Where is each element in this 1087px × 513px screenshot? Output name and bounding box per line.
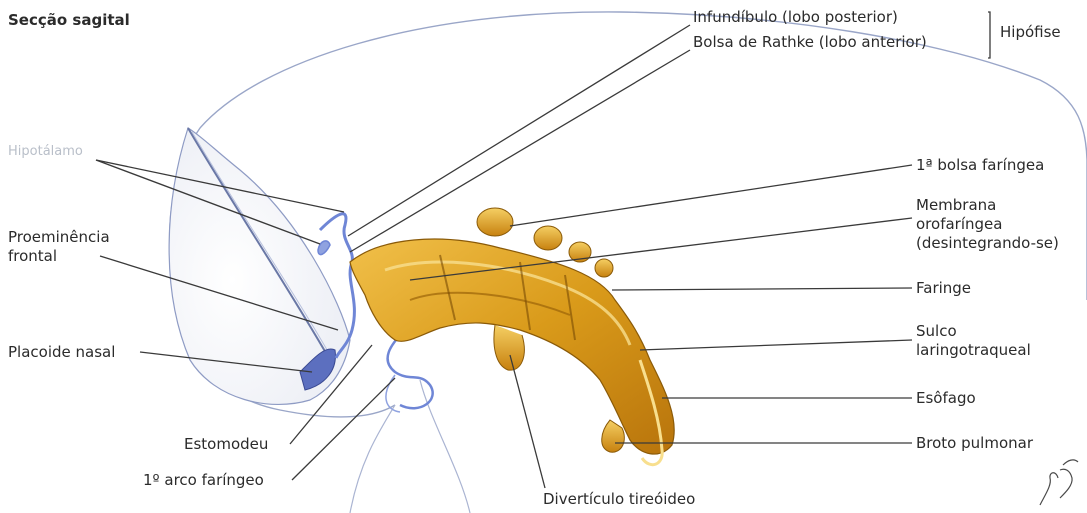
pharyngeal-pouch-2 bbox=[534, 226, 562, 250]
label-proeminencia-frontal: Proeminência frontal bbox=[8, 228, 110, 266]
label-primeiro-arco: 1º arco faríngeo bbox=[143, 471, 264, 490]
hypophysis-brace bbox=[988, 12, 990, 58]
label-proeminencia-line2: frontal bbox=[8, 247, 110, 266]
artist-signature bbox=[1040, 460, 1078, 505]
neck-outline bbox=[350, 380, 470, 513]
label-esofago: Esôfago bbox=[916, 389, 976, 408]
pharyngeal-pouch-1 bbox=[477, 208, 513, 236]
label-hipotalamo: Hipotálamo bbox=[8, 142, 83, 161]
label-sulco-laringotraqueal: Sulco laringotraqueal bbox=[916, 322, 1031, 360]
label-broto-pulmonar: Broto pulmonar bbox=[916, 434, 1033, 453]
label-estomodeu: Estomodeu bbox=[184, 435, 268, 454]
figure-title: Secção sagital bbox=[8, 11, 130, 30]
label-membrana-line2: orofaríngea bbox=[916, 215, 1059, 234]
label-proeminencia-line1: Proeminência bbox=[8, 228, 110, 247]
label-hipofise: Hipófise bbox=[1000, 23, 1061, 42]
first-arch bbox=[388, 330, 433, 408]
label-membrana-orofaringea: Membrana orofaríngea (desintegrando-se) bbox=[916, 196, 1059, 253]
lung-bud bbox=[602, 420, 625, 452]
label-membrana-line3: (desintegrando-se) bbox=[916, 234, 1059, 253]
label-bolsa-faringea: 1ª bolsa faríngea bbox=[916, 156, 1044, 175]
label-faringe: Faringe bbox=[916, 279, 971, 298]
label-diverticulo-tireoideo: Divertículo tireóideo bbox=[543, 490, 695, 509]
label-bolsa-rathke: Bolsa de Rathke (lobo anterior) bbox=[693, 33, 927, 52]
pharyngeal-pouch-4 bbox=[595, 259, 613, 277]
label-sulco-line1: Sulco bbox=[916, 322, 1031, 341]
label-membrana-line1: Membrana bbox=[916, 196, 1059, 215]
thyroid-diverticulum bbox=[494, 325, 524, 370]
label-sulco-line2: laringotraqueal bbox=[916, 341, 1031, 360]
label-placoide-nasal: Placoide nasal bbox=[8, 343, 115, 362]
label-infundibulo: Infundíbulo (lobo posterior) bbox=[693, 8, 898, 27]
